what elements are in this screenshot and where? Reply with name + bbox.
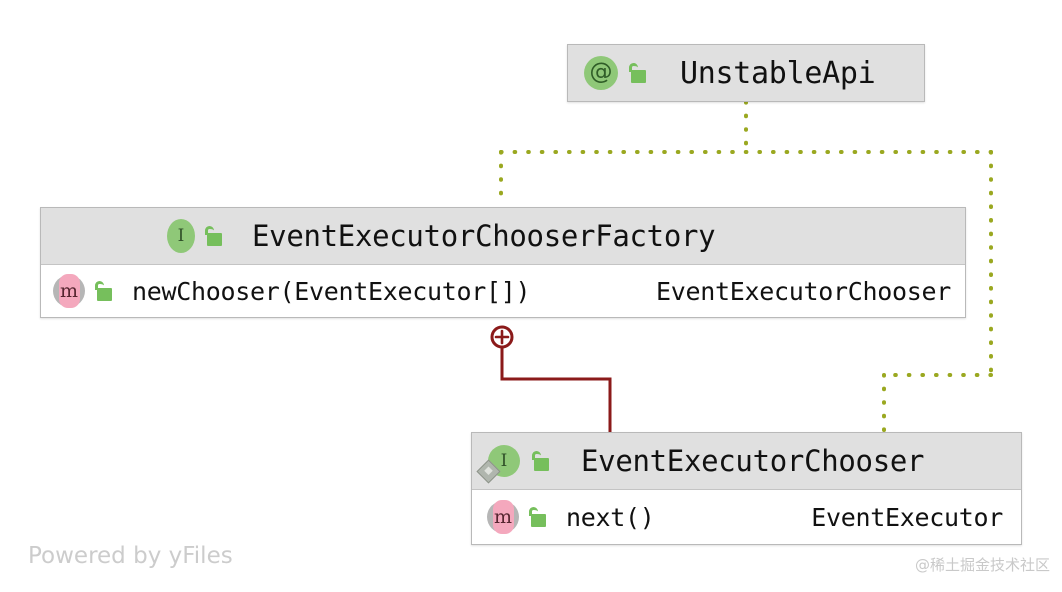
unlocked-padlock-icon (628, 61, 648, 85)
member-return-type: EventExecutorChooser (655, 276, 951, 306)
member-signature: next() (566, 502, 655, 532)
unlocked-padlock-icon (94, 279, 114, 303)
unlocked-padlock-icon (204, 224, 224, 248)
class-node-title: EventExecutorChooserFactory (252, 219, 716, 253)
class-node-event-executor-chooser[interactable]: I EventExecutorChooser m next() EventExe… (471, 432, 1022, 545)
class-node-header: @ UnstableApi (568, 45, 924, 101)
member-return-type: EventExecutor (811, 502, 1003, 532)
method-m-icon: m (53, 274, 85, 308)
class-member-row[interactable]: m next() EventExecutor (472, 490, 1021, 544)
nested-diamond-icon (476, 459, 501, 484)
interface-i-icon: I (476, 445, 520, 484)
member-signature: newChooser(EventExecutor[]) (132, 276, 531, 306)
edge-factory-uses-chooser (500, 347, 612, 432)
unlocked-padlock-icon (531, 449, 551, 473)
plus-circle-icon (490, 325, 514, 349)
unlocked-padlock-icon (528, 505, 548, 529)
community-watermark: @稀土掘金技术社区 (914, 556, 1050, 574)
annotation-at-icon: @ (584, 56, 618, 90)
class-node-event-executor-chooser-factory[interactable]: I EventExecutorChooserFactory m newChoos… (40, 207, 966, 318)
edge-annotation-usage (499, 100, 993, 433)
class-node-title: UnstableApi (680, 55, 876, 91)
class-node-title: EventExecutorChooser (581, 444, 925, 478)
method-m-icon: m (487, 500, 519, 534)
class-node-header: I EventExecutorChooserFactory (41, 208, 965, 265)
class-member-row[interactable]: m newChooser(EventExecutor[]) EventExecu… (41, 265, 965, 317)
class-node-unstable-api[interactable]: @ UnstableApi (567, 44, 925, 102)
interface-i-icon: I (167, 219, 195, 253)
yfiles-watermark: Powered by yFiles (28, 543, 233, 569)
class-node-header: I EventExecutorChooser (472, 433, 1021, 490)
